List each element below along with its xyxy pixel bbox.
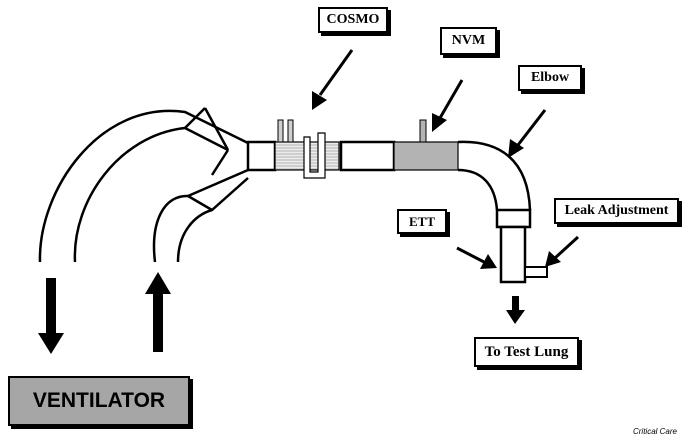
tube-connector <box>339 140 396 172</box>
nvm-pointer-shaft <box>438 79 464 119</box>
ventilator-tubing <box>38 107 249 263</box>
to-lung-arrow-shaft <box>512 296 519 310</box>
ett-pointer-shaft <box>456 246 485 264</box>
y-piece-divider-low <box>187 194 213 212</box>
elbow-outer <box>457 140 532 211</box>
nvm-port <box>419 119 427 143</box>
elbow-pointer-shaft <box>516 109 547 146</box>
y-piece-divider-top <box>184 107 206 129</box>
expiratory-limb-outer <box>38 109 249 263</box>
nvm-label: NVM <box>440 27 497 55</box>
nvm-pointer-head <box>432 113 447 132</box>
leak-pointer-head <box>545 251 561 267</box>
inspiratory-limb-inner <box>176 177 249 263</box>
inspiratory-limb-outer <box>152 168 249 263</box>
ett-label: ETT <box>397 209 447 234</box>
to-lung-arrow-head <box>506 310 525 324</box>
cosmo-pointer-shaft <box>318 49 354 96</box>
leak-pointer-shaft <box>553 235 580 260</box>
inspiratory-arrow-head <box>145 272 171 294</box>
flow-arrows <box>38 272 525 354</box>
elbow-connector <box>495 208 532 229</box>
leak-adjustment-label: Leak Adjustment <box>554 198 679 224</box>
elbow-label: Elbow <box>518 65 582 91</box>
pointer-arrows <box>312 49 580 269</box>
y-piece-divider-mid <box>203 107 230 151</box>
y-piece-edge <box>210 149 230 176</box>
inspiratory-arrow-shaft <box>153 294 163 352</box>
cosmo-port-right <box>287 119 294 143</box>
expiratory-arrow-shaft <box>46 278 56 333</box>
cosmo-port-left <box>277 119 284 143</box>
ett-pointer-head <box>480 254 497 269</box>
to-test-lung-label: To Test Lung <box>474 337 579 367</box>
cosmo-label: COSMO <box>318 7 388 33</box>
y-piece-connector <box>246 140 277 172</box>
leak-adjustment-port <box>524 266 548 278</box>
ventilator-box: VENTILATOR <box>8 376 190 426</box>
elbow-tube <box>457 140 532 211</box>
endotracheal-tube <box>499 225 527 284</box>
journal-credit: Critical Care <box>632 427 677 436</box>
expiratory-limb-inner <box>73 126 229 263</box>
cosmo-pointer-head <box>312 91 327 110</box>
cosmo-clip <box>303 132 326 179</box>
elbow-pointer-head <box>508 139 524 158</box>
expiratory-arrow-head <box>38 333 64 354</box>
nvm-sensor <box>393 141 459 171</box>
elbow-inner <box>457 168 499 211</box>
